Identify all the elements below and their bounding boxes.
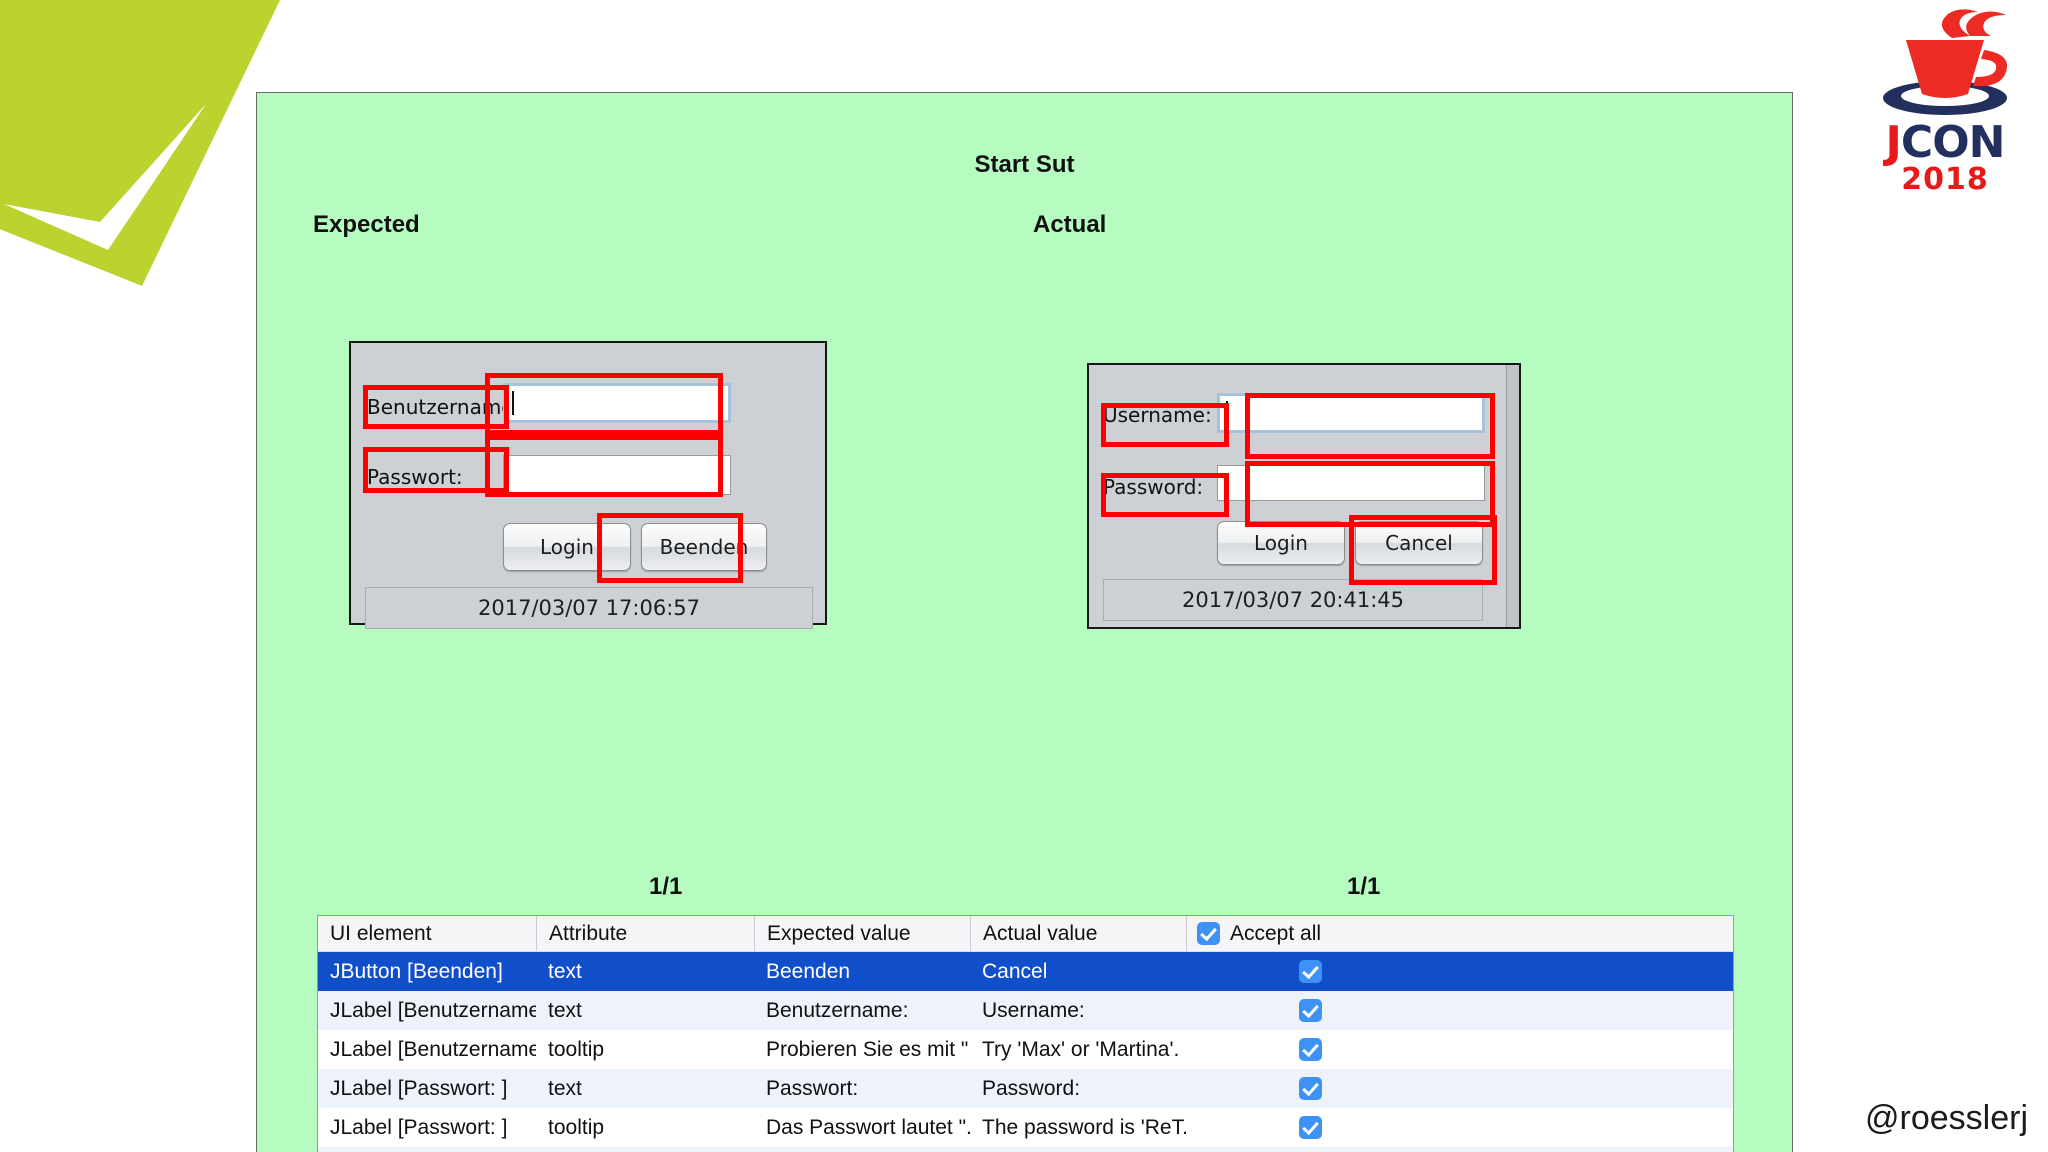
logo-letters-con: CON bbox=[1900, 117, 2006, 168]
table-row[interactable]: JButton [Beenden] text Beenden Cancel bbox=[318, 952, 1733, 991]
actual-password-label: Password: bbox=[1103, 475, 1204, 499]
cell-actual-value: Username: bbox=[982, 998, 1085, 1022]
expected-column-label: Expected bbox=[313, 211, 420, 238]
comparison-screen-panel: Start Sut Expected Actual Benutzername: … bbox=[256, 92, 1793, 1152]
logo-year: 2018 bbox=[1901, 162, 1989, 197]
column-header-accept-all[interactable]: Accept all bbox=[1186, 916, 1401, 951]
expected-username-label: Benutzername: bbox=[367, 395, 521, 419]
table-row[interactable]: JLabel [Passwort: ] text Passwort: Password… bbox=[318, 1069, 1733, 1108]
cell-expected-value: Das Passwort lautet "... bbox=[754, 1147, 970, 1152]
actual-page-indicator: 1/1 bbox=[1347, 873, 1381, 900]
column-header-ui-element[interactable]: UI element bbox=[330, 921, 432, 945]
cell-actual-value: Password: bbox=[982, 1076, 1081, 1100]
cell-accept[interactable] bbox=[1186, 1069, 1401, 1108]
logo-wordmark: JCON bbox=[1860, 121, 2030, 165]
actual-password-input[interactable] bbox=[1217, 465, 1485, 501]
actual-column-label: Actual bbox=[1033, 211, 1107, 238]
cell-attribute: tooltip bbox=[536, 1147, 754, 1152]
cell-expected-value: Das Passwort lautet "... bbox=[766, 1115, 970, 1139]
cell-attribute: tooltip bbox=[548, 1115, 605, 1139]
expected-page-indicator: 1/1 bbox=[649, 873, 683, 900]
cell-ui-element: JLabel [Benutzername: ] bbox=[330, 998, 536, 1022]
cell-ui-element: JLabel [Passwort: ] bbox=[330, 1076, 508, 1100]
cell-ui-element: JLabel [Benutzername: ] bbox=[330, 1037, 536, 1061]
column-header-attribute[interactable]: Attribute bbox=[536, 916, 754, 951]
cell-actual-value: Try 'Max' or 'Martina'. bbox=[982, 1037, 1180, 1061]
actual-login-button[interactable]: Login bbox=[1217, 521, 1345, 565]
cell-attribute: text bbox=[548, 959, 582, 983]
actual-cancel-button[interactable]: Cancel bbox=[1355, 521, 1483, 565]
cell-actual-value: The password is 'ReT... bbox=[970, 1147, 1186, 1152]
column-header-actual-value[interactable]: Actual value bbox=[970, 916, 1186, 951]
accept-row-checkbox[interactable] bbox=[1299, 960, 1322, 983]
accept-row-checkbox[interactable] bbox=[1299, 999, 1322, 1022]
cell-attribute: tooltip bbox=[548, 1037, 605, 1061]
expected-status-bar: 2017/03/07 17:06:57 bbox=[365, 587, 813, 629]
cell-accept[interactable] bbox=[1186, 1030, 1401, 1069]
cell-ui-element: JButton [Beenden] bbox=[330, 959, 503, 983]
actual-status-bar: 2017/03/07 20:41:45 bbox=[1103, 579, 1483, 621]
table-header-row: UI element Attribute Expected value Actu… bbox=[318, 916, 1733, 952]
twitter-handle: @roesslerj bbox=[1865, 1099, 2028, 1137]
coffee-cup-icon bbox=[1860, 6, 2030, 126]
expected-login-dialog: Benutzername: Passwort: Login Beenden 20… bbox=[349, 341, 827, 629]
accept-row-checkbox[interactable] bbox=[1299, 1116, 1322, 1139]
differences-table: UI element Attribute Expected value Actu… bbox=[317, 915, 1734, 1152]
accept-all-label: Accept all bbox=[1230, 921, 1322, 945]
cell-expected-value: Passwort: bbox=[766, 1076, 859, 1100]
expected-password-label: Passwort: bbox=[367, 465, 463, 489]
cell-ui-element: JLabel [Passwort: ] bbox=[330, 1115, 508, 1139]
cell-accept[interactable] bbox=[1186, 952, 1401, 991]
page-title: Start Sut bbox=[974, 151, 1075, 178]
table-row[interactable]: JLabel [Passwort: ] tooltip Das Passwort l… bbox=[318, 1108, 1733, 1147]
cell-ui-element: JPasswordField Passw... bbox=[318, 1147, 536, 1152]
cell-accept[interactable] bbox=[1186, 1108, 1401, 1147]
logo-letter-j: J bbox=[1885, 117, 1902, 168]
cell-expected-value: Probieren Sie es mit "... bbox=[766, 1037, 970, 1061]
jcon-logo: JCON 2018 bbox=[1860, 6, 2030, 198]
expected-cancel-button[interactable]: Beenden bbox=[641, 523, 767, 571]
text-caret bbox=[512, 391, 514, 415]
expected-login-button[interactable]: Login bbox=[503, 523, 631, 571]
cell-attribute: text bbox=[548, 1076, 582, 1100]
text-caret bbox=[1226, 401, 1228, 425]
table-row[interactable]: JLabel [Benutzername: ] tooltip Probieren … bbox=[318, 1030, 1733, 1069]
accept-row-checkbox[interactable] bbox=[1299, 1038, 1322, 1061]
dialog-side-strip bbox=[1506, 365, 1519, 627]
cell-actual-value: Cancel bbox=[982, 959, 1048, 983]
column-header-expected-value[interactable]: Expected value bbox=[754, 916, 970, 951]
actual-username-input[interactable] bbox=[1217, 393, 1485, 433]
cell-actual-value: The password is 'ReT... bbox=[982, 1115, 1186, 1139]
expected-username-input[interactable] bbox=[503, 383, 731, 423]
table-row[interactable]: JLabel [Benutzername: ] text Benutzername:… bbox=[318, 991, 1733, 1030]
accept-row-checkbox[interactable] bbox=[1299, 1077, 1322, 1100]
accept-all-checkbox[interactable] bbox=[1197, 922, 1220, 945]
actual-login-dialog: Username: Password: Login Cancel 2017/03… bbox=[1087, 363, 1521, 629]
actual-username-label: Username: bbox=[1103, 403, 1212, 427]
cell-expected-value: Benutzername: bbox=[766, 998, 909, 1022]
cell-attribute: text bbox=[548, 998, 582, 1022]
expected-password-input[interactable] bbox=[503, 455, 731, 495]
cell-accept[interactable] bbox=[1186, 1147, 1401, 1152]
cell-accept[interactable] bbox=[1186, 991, 1401, 1030]
cell-expected-value: Beenden bbox=[766, 959, 851, 983]
